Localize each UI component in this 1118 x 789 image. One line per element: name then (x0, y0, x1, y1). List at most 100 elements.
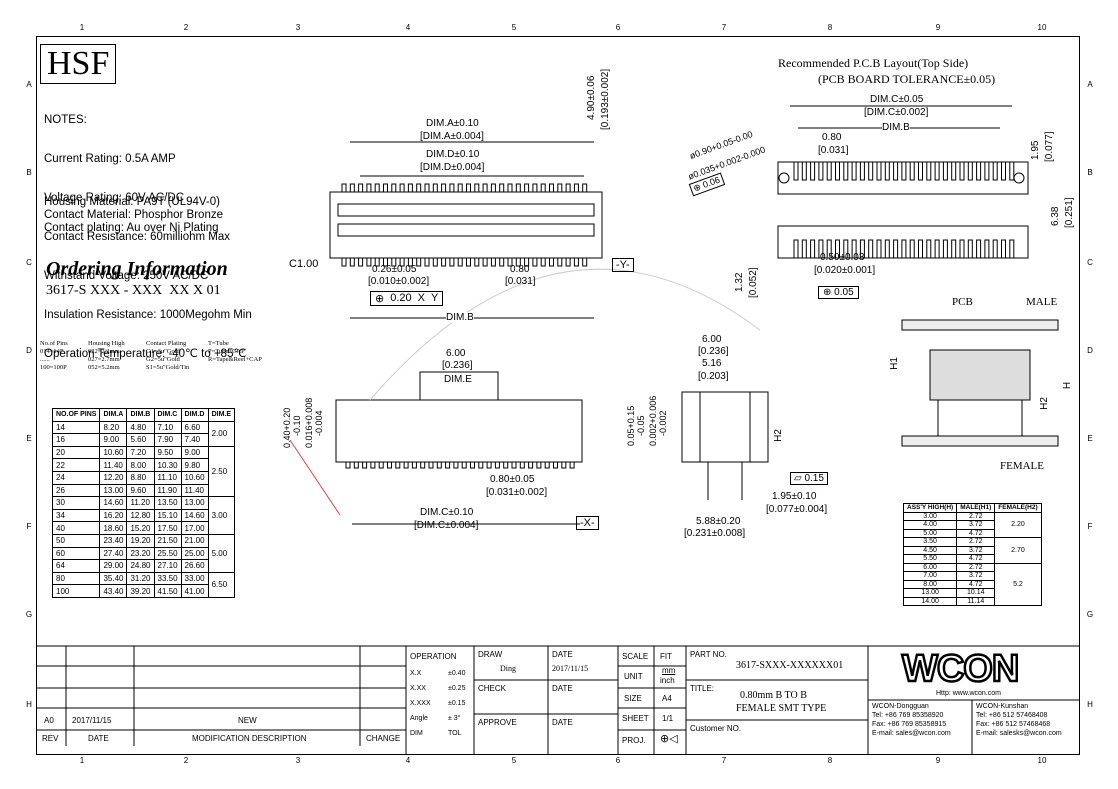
tolerance-cell: X.X (410, 670, 422, 677)
pin (383, 257, 388, 267)
pin (457, 183, 463, 193)
pcb-pad (851, 239, 857, 259)
zone-marker: 9 (935, 23, 941, 32)
table-cell: 39.20 (126, 584, 155, 598)
contact-kunshan: WCON-Kunshan Tel: +86 512 57468408 Fax: … (976, 702, 1062, 738)
pin (411, 461, 417, 469)
zone-marker: A (1087, 80, 1093, 89)
pcb-pad-width-inch: [0.020±0.001] (814, 265, 876, 276)
contact-line: WCON-Dongguan (872, 703, 929, 710)
pin (515, 183, 521, 193)
check-date-label: DATE (552, 684, 573, 693)
brand-logo: HSF (40, 44, 117, 84)
table-cell: 5.2 (994, 562, 1042, 606)
pin (557, 257, 563, 267)
pin (407, 257, 413, 267)
pin (486, 461, 492, 469)
pin (358, 183, 364, 193)
table-cell: 6.50 (207, 571, 236, 598)
dim-c-label: DIM.C±0.10 (420, 507, 474, 518)
position-value: 0.20 (390, 292, 412, 304)
pin (362, 461, 368, 469)
table-cell: 11.14 (956, 596, 996, 606)
pin (507, 257, 513, 267)
drawing-frame (36, 36, 1080, 755)
pcb-layout-subtitle: (PCB BOARD TOLERANCE±0.05) (818, 72, 996, 86)
pin (511, 461, 517, 469)
pin (532, 257, 538, 267)
pcb-pad (810, 239, 816, 259)
pin (528, 461, 534, 469)
chamfer-label: C1.00 (289, 258, 319, 270)
pin (540, 183, 546, 193)
sheet-label: SHEET (622, 714, 649, 723)
zone-marker: 5 (511, 23, 517, 32)
pitch-080: 0.80 (510, 264, 530, 275)
pin (499, 183, 505, 193)
pin (441, 257, 447, 267)
table-cell: 2.50 (207, 445, 236, 498)
pin (524, 183, 530, 193)
label-female: FEMALE (1000, 460, 1044, 472)
notes-block: NOTES: Current Rating: 0.5A AMP Voltage … (44, 88, 252, 374)
pin (358, 257, 364, 267)
zone-marker: B (1087, 168, 1093, 177)
pin (490, 183, 496, 193)
pcb-pad (951, 239, 957, 259)
pcb-pad (976, 161, 982, 181)
company-logo: WCON (901, 647, 1021, 692)
end-width: 6.00 (702, 334, 722, 345)
pin (407, 183, 413, 193)
pcb-pad (942, 161, 948, 181)
pin (370, 461, 376, 469)
pin (482, 183, 488, 193)
tolerance-cell: X.XXX (410, 700, 431, 707)
zone-marker: C (26, 258, 32, 267)
contact-line: Tel: +86 769 85358920 (872, 712, 944, 719)
pitch-080-tol: 0.80±0.05 (490, 474, 535, 485)
pcb-pitch: 0.80 (822, 132, 842, 143)
tolerance-cell: ± 3° (448, 715, 461, 722)
pcb-position-value: 0.05 (834, 287, 854, 298)
contact-dongguan: WCON-Dongguan Tel: +86 769 85358920 Fax:… (872, 702, 951, 738)
datum-x: -X- (576, 516, 599, 530)
pcb-pad (926, 161, 932, 181)
pcb-pad (884, 161, 890, 181)
pin (366, 257, 372, 267)
pcb-pitch-inch: [0.031] (818, 145, 849, 156)
pcb-pad (851, 161, 857, 181)
pcb-pad (967, 161, 973, 181)
pin (349, 257, 355, 267)
pitch-080-inch: [0.031] (505, 276, 536, 287)
pcb-pad (1001, 239, 1006, 259)
pcb-pad (1009, 239, 1015, 259)
pin (461, 461, 467, 469)
draw-label: DRAW (478, 650, 503, 659)
ordering-housing: Housing High 022=2.2mm 027=2.7mm 052=5.2… (88, 340, 125, 371)
pin (366, 183, 372, 193)
note-line: Insulation Resistance: 1000Megohm Min (44, 309, 252, 321)
approve-date-label: DATE (552, 718, 573, 727)
pin (549, 183, 554, 193)
end-width-inch: [0.236] (698, 346, 729, 357)
table-cell: 2.00 (207, 420, 236, 447)
pin (345, 461, 351, 469)
flatness-icon: ▱ (794, 473, 805, 484)
pin (374, 183, 380, 193)
material-line: Contact plating: Au over Ni Plating (44, 222, 219, 234)
zone-marker: 3 (295, 756, 301, 765)
company-url: Http: www.wcon.com (936, 690, 1001, 697)
pin (391, 257, 397, 267)
pcb-pad (835, 239, 840, 259)
pin (499, 257, 505, 267)
pin (494, 461, 500, 469)
zone-marker: 7 (721, 756, 727, 765)
zone-marker: 9 (935, 756, 941, 765)
table-cell: 41.00 (180, 584, 209, 598)
pin (341, 257, 347, 267)
pcb-pad (959, 239, 965, 259)
ordering-packing: T=Tube P=Tube+CAP R=Tape&Reel+CAP (208, 340, 262, 363)
